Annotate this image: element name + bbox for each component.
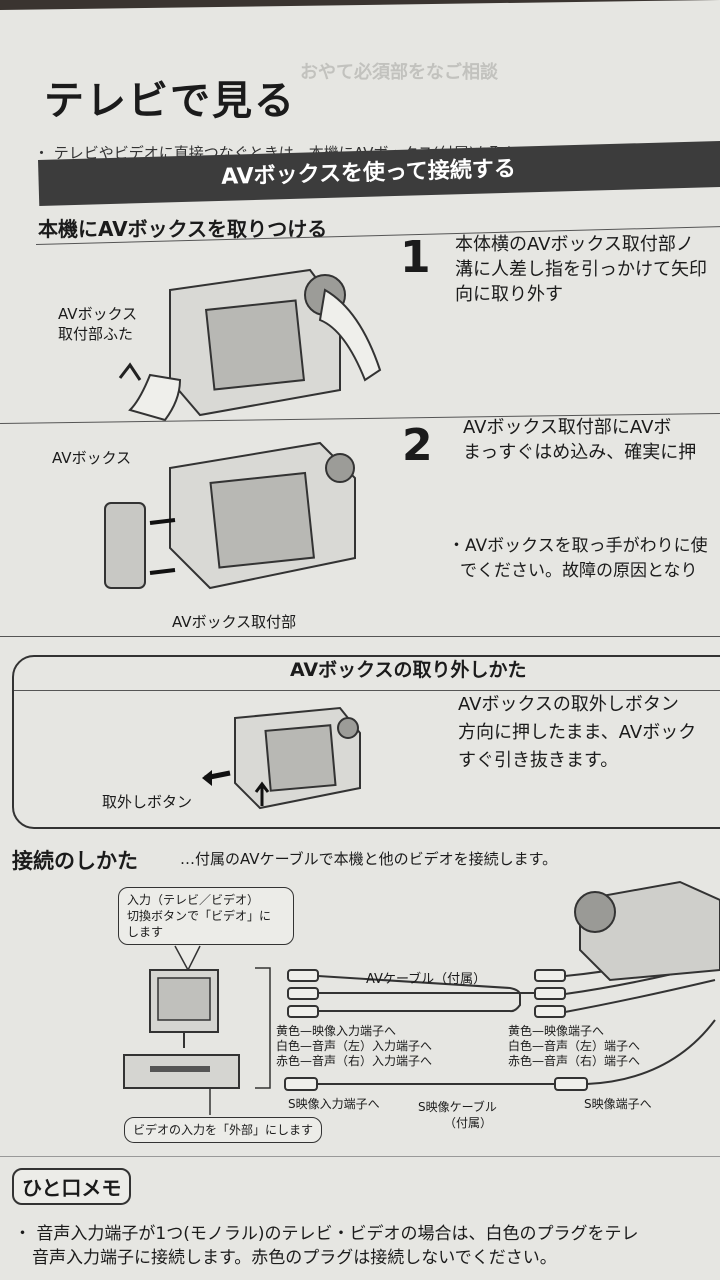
s-video-cable-label1: S映像ケーブル [418,1100,497,1114]
step-1-number: 1 [400,232,431,283]
removal-line3: すぐ引き抜きます。 [458,750,619,771]
label-cover-line2: 取付部ふた [58,325,134,343]
removal-line1: AVボックスの取外しボタン [458,694,679,715]
right-terminal-2: 白色—音声（左）端子へ [508,1039,641,1053]
removal-separator [14,690,720,691]
tv-callout: 入力（テレビ／ビデオ） 切換ボタンで「ビデオ」に します [118,887,294,945]
label-cover-line1: AVボックス [58,305,138,323]
label-av-box-mount: AVボックス取付部 [172,613,297,631]
left-terminal-1: 黄色—映像入力端子へ [276,1024,397,1038]
tv-callout-line1: 入力（テレビ／ビデオ） [127,893,260,907]
step-divider-2 [0,636,720,637]
left-terminal-3: 赤色—音声（右）入力端子へ [276,1054,433,1068]
memo-line2: 音声入力端子に接続します。赤色のプラグは接続しないでください。 [32,1248,557,1268]
tv-callout-line2: 切換ボタンで「ビデオ」に [127,909,272,923]
memo-divider [0,1156,720,1157]
left-terminal-2: 白色—音声（左）入力端子へ [276,1039,433,1053]
connection-description: …付属のAVケーブルで本機と他のビデオを接続します。 [180,850,558,868]
right-terminal-1: 黄色—映像端子へ [508,1024,605,1038]
step-2-number: 2 [402,420,433,471]
camera-illustration-removal [202,706,361,810]
page-title: テレビで見る [44,78,296,124]
av-cable-label: AVケーブル（付属） [366,972,487,987]
memo-badge: ひと口メモ [12,1168,132,1205]
step-1-line1: 本体横のAVボックス取付部ノ [455,234,694,255]
step-2-line1: AVボックス取付部にAVボ [463,417,672,438]
step-1-line2: 溝に人差し指を引っかけて矢印 [455,259,707,280]
label-av-box: AVボックス [52,449,132,467]
label-release-button: 取外しボタン [102,793,193,811]
camera-illustration-step2 [104,441,356,590]
tv-callout-line3: します [127,925,164,939]
s-video-cable-label2: （付属） [444,1116,493,1130]
vcr-callout: ビデオの入力を「外部」にします [124,1117,323,1143]
s-video-out-label: S映像端子へ [584,1097,652,1111]
step-2-bullet-line2: でください。故障の原因となり [460,561,698,581]
memo-line1: ・ 音声入力端子が1つ(モノラル)のテレビ・ビデオの場合は、白色のプラグをテレ [14,1224,639,1244]
right-terminal-3: 赤色—音声（右）端子へ [508,1054,641,1068]
connection-title: 接続のしかた [12,849,138,873]
step-2-line2: まっすぐはめ込み、確実に押 [463,442,697,463]
connection-diagram [123,880,720,1115]
step-1-line3: 向に取り外す [455,284,563,305]
removal-panel [12,655,720,829]
camera-illustration-step1 [118,268,382,422]
s-video-in-label: S映像入力端子へ [288,1097,380,1111]
removal-title: AVボックスの取り外しかた [290,659,527,681]
bleed-through-text: おやて必須部をなご相談 [300,62,498,83]
removal-line2: 方向に押したまま、AVボック [458,722,697,743]
step-2-bullet-line1: ・AVボックスを取っ手がわりに使 [448,536,708,556]
